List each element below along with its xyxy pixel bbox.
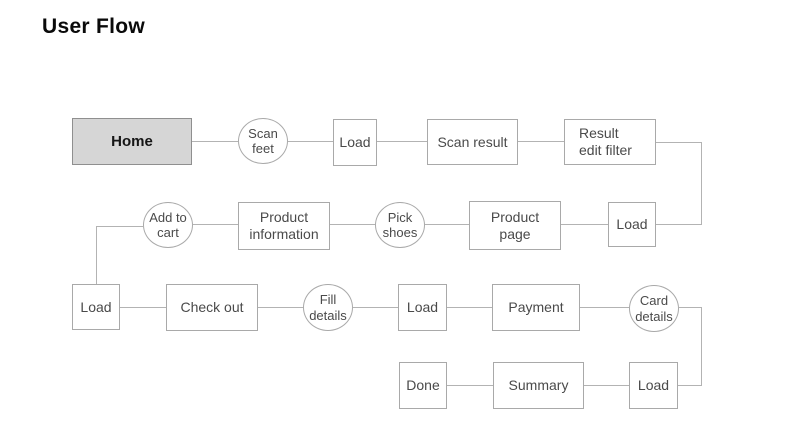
connector-add-to-cart-product-information <box>193 224 238 225</box>
connector-load1-scan-result <box>377 141 427 142</box>
connector-load2-product-page <box>561 224 608 225</box>
node-load-3: Load <box>72 284 120 330</box>
connector-rail-right-bottom <box>701 307 702 386</box>
connector-rail-load5 <box>678 385 702 386</box>
node-done: Done <box>399 362 447 409</box>
connector-scan-result-result-edit-filter <box>518 141 564 142</box>
node-summary: Summary <box>493 362 584 409</box>
node-load-2: Load <box>608 202 656 247</box>
node-load-4: Load <box>398 284 447 331</box>
node-fill-details: Fill details <box>303 284 353 331</box>
connector-done-summary <box>447 385 493 386</box>
node-product-information: Product information <box>238 202 330 250</box>
connector-result-edit-filter-rail <box>656 142 702 143</box>
connector-check-out-fill-details <box>258 307 303 308</box>
connector-home-scan-feet <box>192 141 238 142</box>
node-pick-shoes: Pick shoes <box>375 202 425 248</box>
node-payment: Payment <box>492 284 580 331</box>
connector-rail-load2 <box>656 224 702 225</box>
node-product-page: Product page <box>469 201 561 250</box>
node-scan-result: Scan result <box>427 119 518 165</box>
connector-summary-load5 <box>584 385 629 386</box>
node-load-5: Load <box>629 362 678 409</box>
node-card-details: Card details <box>629 285 679 332</box>
node-check-out: Check out <box>166 284 258 331</box>
node-add-to-cart: Add to cart <box>143 202 193 248</box>
connector-pick-shoes-product-page <box>425 224 469 225</box>
connector-card-details-rail <box>679 307 702 308</box>
node-home: Home <box>72 118 192 165</box>
node-scan-feet: Scan feet <box>238 118 288 164</box>
node-load-1: Load <box>333 119 377 166</box>
connector-load3-check-out <box>120 307 166 308</box>
page-title: User Flow <box>42 15 146 38</box>
connector-payment-card-details <box>580 307 629 308</box>
node-result-edit-filter: Result edit filter <box>564 119 656 165</box>
connector-rail-right-top <box>701 142 702 225</box>
connector-rail-left <box>96 226 97 284</box>
connector-scan-feet-load1 <box>288 141 333 142</box>
connector-product-information-pick-shoes <box>330 224 375 225</box>
connector-fill-details-load4 <box>353 307 398 308</box>
connector-add-to-cart-rail <box>97 226 143 227</box>
connector-load4-payment <box>447 307 492 308</box>
